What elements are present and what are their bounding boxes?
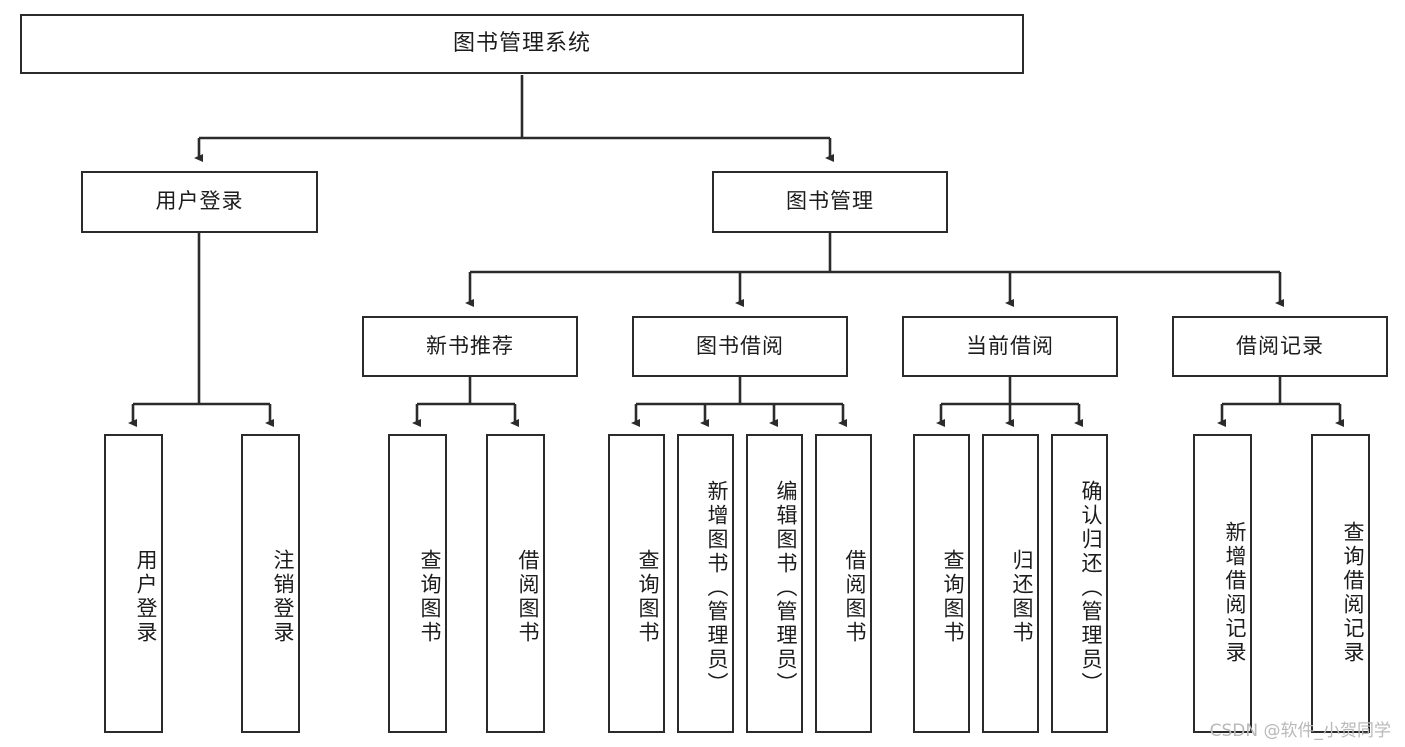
leaf-add-record[interactable]: 新增借阅记录 xyxy=(1193,434,1252,733)
node-user-login-label: 用户登录 xyxy=(155,189,244,214)
node-borrow-record-label: 借阅记录 xyxy=(1236,333,1324,358)
leaf-user-logout[interactable]: 注销登录 xyxy=(241,434,300,733)
leaf-return-book-label: 归还图书 xyxy=(1010,548,1034,645)
leaf-borrow-book-2[interactable]: 借阅图书 xyxy=(815,434,872,733)
leaf-edit-book-label: 编辑图书（管理员） xyxy=(774,479,798,696)
leaf-query-record-label: 查询借阅记录 xyxy=(1341,520,1365,665)
node-new-book-rec-label: 新书推荐 xyxy=(426,333,514,358)
leaf-user-logout-label: 注销登录 xyxy=(271,548,295,645)
leaf-edit-book[interactable]: 编辑图书（管理员） xyxy=(746,434,803,733)
node-current-borrow[interactable]: 当前借阅 xyxy=(902,316,1118,377)
leaf-add-book-label: 新增图书（管理员） xyxy=(705,479,729,696)
leaf-add-book[interactable]: 新增图书（管理员） xyxy=(677,434,734,733)
leaf-borrow-book-1[interactable]: 借阅图书 xyxy=(486,434,545,733)
leaf-borrow-book-2-label: 借阅图书 xyxy=(843,548,867,645)
leaf-query-book-2-label: 查询图书 xyxy=(636,548,660,645)
leaf-confirm-return[interactable]: 确认归还（管理员） xyxy=(1051,434,1108,733)
leaf-query-record[interactable]: 查询借阅记录 xyxy=(1311,434,1370,733)
node-new-book-rec[interactable]: 新书推荐 xyxy=(362,316,578,377)
leaf-query-book-3[interactable]: 查询图书 xyxy=(913,434,970,733)
leaf-user-login[interactable]: 用户登录 xyxy=(104,434,163,733)
leaf-query-book-2[interactable]: 查询图书 xyxy=(608,434,665,733)
watermark: CSDN @软件_小贺同学 xyxy=(1209,721,1391,741)
node-root-label: 图书管理系统 xyxy=(452,30,591,56)
node-current-borrow-label: 当前借阅 xyxy=(966,333,1054,358)
leaf-user-login-label: 用户登录 xyxy=(134,548,158,645)
node-book-borrow-label: 图书借阅 xyxy=(696,333,784,358)
leaf-confirm-return-label: 确认归还（管理员） xyxy=(1079,479,1103,696)
leaf-query-book-1-label: 查询图书 xyxy=(418,548,442,645)
node-borrow-record[interactable]: 借阅记录 xyxy=(1172,316,1388,377)
leaf-return-book[interactable]: 归还图书 xyxy=(982,434,1039,733)
node-book-borrow[interactable]: 图书借阅 xyxy=(632,316,848,377)
leaf-query-book-1[interactable]: 查询图书 xyxy=(388,434,447,733)
leaf-borrow-book-1-label: 借阅图书 xyxy=(516,548,540,645)
node-book-manage-label: 图书管理 xyxy=(786,189,874,214)
node-user-login[interactable]: 用户登录 xyxy=(81,171,318,233)
node-root[interactable]: 图书管理系统 xyxy=(20,14,1024,74)
node-book-manage[interactable]: 图书管理 xyxy=(712,171,948,233)
leaf-add-record-label: 新增借阅记录 xyxy=(1223,520,1247,665)
leaf-query-book-3-label: 查询图书 xyxy=(941,548,965,645)
